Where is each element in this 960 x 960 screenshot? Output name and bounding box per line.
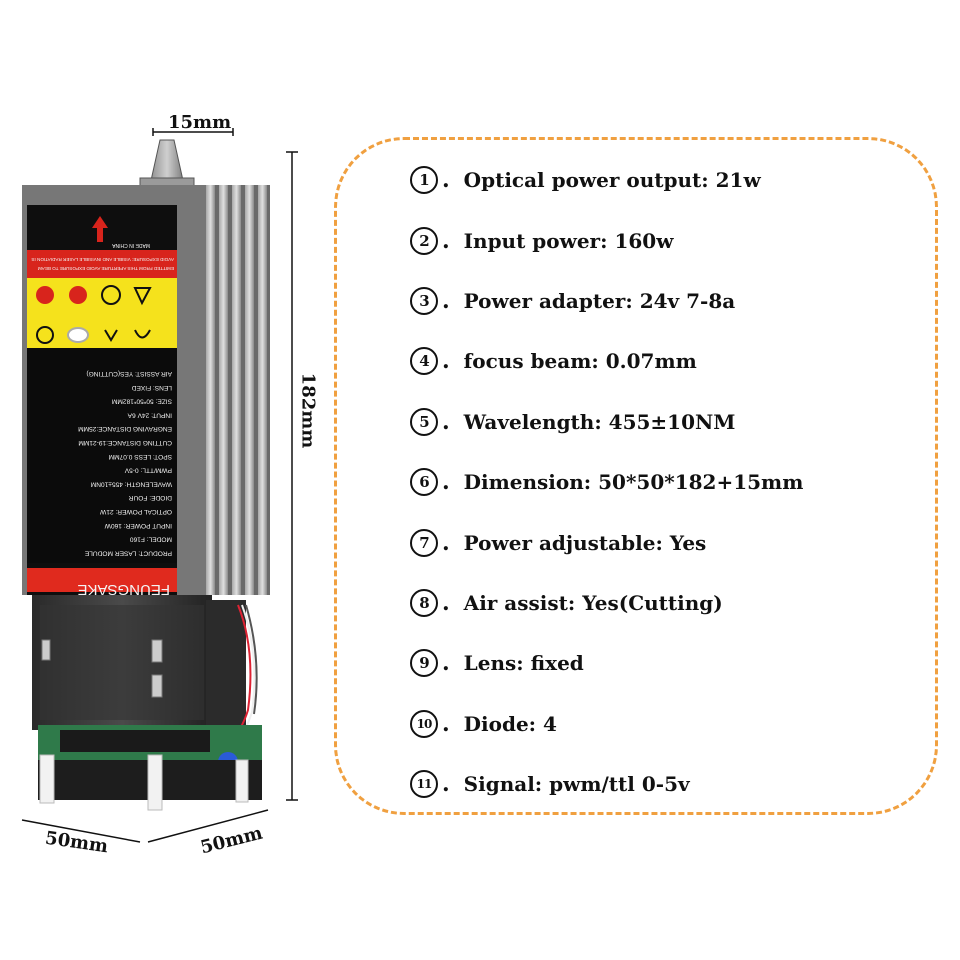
spec-label-line: PWM/TTL: 0-5V — [124, 467, 172, 474]
spec-label-line: INPUT: 24V 6A — [127, 411, 172, 418]
spec-text: Power adapter: 24v 7-8a — [463, 288, 736, 313]
spec-number-badge: 8 — [410, 588, 438, 617]
spec-number-badge: 3 — [410, 286, 438, 315]
laser-module-illustration: MADE IN CHINA AVOID EXPOSURE: VISIBLE AND… — [21, 128, 298, 843]
spec-list: 1. Optical power output: 21w 2. Input power… — [410, 150, 940, 814]
spec-text: Optical power output: 21w — [463, 168, 761, 193]
spec-label-line: WAVELENGTH: 455±10NM — [91, 480, 172, 487]
heatsink-fins — [206, 185, 267, 595]
standoffs — [39, 754, 249, 811]
spec-label-line: MODEL: F160 — [130, 536, 172, 543]
spec-number-badge: 6 — [410, 468, 438, 497]
dimension-lines — [21, 128, 298, 843]
spec-text: Input power: 160w — [463, 228, 674, 253]
spec-dot: . — [442, 771, 450, 798]
spec-dot: . — [442, 529, 450, 556]
spec-label-line: INPUT POWER: 160W — [104, 522, 172, 529]
spec-dot: . — [442, 589, 450, 616]
warning-top-text: MADE IN CHINA — [112, 242, 150, 248]
spec-item: 8. Air assist: Yes(Cutting) — [410, 573, 940, 633]
spec-number-badge: 4 — [410, 347, 438, 376]
spec-label-line: CUTTING DISTANCE:19-21MM — [78, 439, 172, 446]
spec-text: Dimension: 50*50*182+15mm — [463, 470, 804, 495]
spec-item: 3. Power adapter: 24v 7-8a — [410, 271, 940, 331]
spec-item: 11. Signal: pwm/ttl 0-5v — [410, 754, 940, 814]
spec-item: 10. Diode: 4 — [410, 694, 940, 754]
spec-text: Lens: fixed — [463, 651, 584, 676]
spec-text: Signal: pwm/ttl 0-5v — [463, 772, 690, 797]
spec-label — [27, 348, 177, 563]
spec-label-line: AIR ASSIST: YES(CUTTING) — [86, 370, 172, 377]
spec-item: 4. focus beam: 0.07mm — [410, 331, 940, 391]
module-label-text: MADE IN CHINA AVOID EXPOSURE: VISIBLE AND… — [31, 242, 174, 598]
spec-dot: . — [442, 408, 450, 435]
spec-text: Power adjustable: Yes — [463, 530, 707, 555]
spec-label-line: OPTICAL POWER: 21W — [99, 508, 172, 515]
spec-dot: . — [442, 650, 450, 677]
fan-screws — [41, 639, 163, 698]
arrow-up-icon — [92, 216, 108, 242]
spec-label-line: SPOT: LESS 0.07MM — [109, 453, 172, 460]
spec-item: 7. Power adjustable: Yes — [410, 512, 940, 572]
spec-number-badge: 11 — [410, 770, 438, 799]
brand-strip — [27, 568, 177, 592]
dimension-height: 182mm — [297, 372, 319, 449]
spec-item: 6. Dimension: 50*50*182+15mm — [410, 452, 940, 512]
warning-line-text: AVOID EXPOSURE: VISIBLE AND INVISIBLE LA… — [31, 257, 174, 262]
spec-number-badge: 2 — [410, 226, 438, 255]
spec-panel-border — [334, 137, 938, 815]
spec-label-line: PRODUCT: LASER MODULE — [84, 549, 172, 556]
spec-dot: . — [442, 227, 450, 254]
warning-line-text: EMITTED FROM THIS APERTURE AVOID EXPOSUR… — [38, 266, 174, 271]
spec-number-badge: 1 — [410, 166, 438, 195]
spec-number-badge: 9 — [410, 649, 438, 678]
warning-strip — [27, 250, 177, 278]
spec-label-line: SIZE: 50*50*182MM — [112, 398, 172, 405]
dimension-top: 15mm — [168, 112, 232, 133]
spec-number-badge: 7 — [410, 528, 438, 557]
spec-item: 2. Input power: 160w — [410, 210, 940, 270]
spec-label-line: ENGRAVING DISTANCE:25MM — [78, 425, 172, 432]
spec-label-line: LENS: FIXED — [131, 384, 172, 391]
spec-item: 1. Optical power output: 21w — [410, 150, 940, 210]
spec-number-badge: 10 — [410, 709, 438, 738]
spec-dot: . — [442, 287, 450, 314]
spec-dot: . — [442, 167, 450, 194]
spec-dot: . — [442, 348, 450, 375]
spec-text: focus beam: 0.07mm — [463, 349, 697, 374]
spec-dot: . — [442, 469, 450, 496]
brand-text: FEUNGSAKE — [77, 581, 170, 598]
spec-dot: . — [442, 710, 450, 737]
spec-item: 9. Lens: fixed — [410, 633, 940, 693]
warning-icons — [36, 285, 152, 344]
spec-text: Diode: 4 — [463, 711, 557, 736]
spec-label-line: DIODE: FOUR — [129, 494, 172, 501]
spec-text: Air assist: Yes(Cutting) — [463, 590, 723, 615]
spec-item: 5. Wavelength: 455±10NM — [410, 392, 940, 452]
spec-text: Wavelength: 455±10NM — [463, 409, 736, 434]
spec-number-badge: 5 — [410, 407, 438, 436]
